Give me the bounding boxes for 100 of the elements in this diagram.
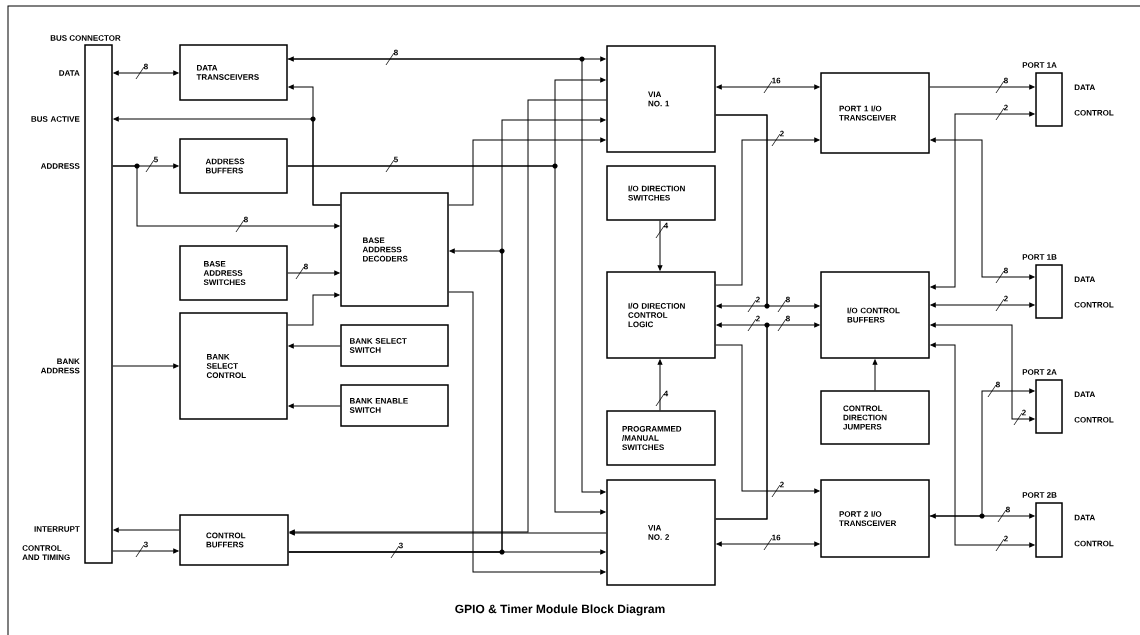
signal-label: DATA: [1074, 514, 1096, 521]
bus-width-label: 2: [771, 481, 784, 498]
arrow: [113, 70, 179, 76]
arrow: [716, 84, 820, 90]
block-box: I/O DIRECTION SWITCHES: [606, 165, 716, 221]
arrow: [930, 342, 1035, 548]
signal-name: BUS ACTIVE: [31, 116, 80, 122]
arrow: [289, 530, 607, 536]
block-box: PROGRAMMED /MANUAL SWITCHES: [606, 410, 716, 466]
bus-width-label: 2: [747, 296, 760, 313]
bus-width-label: 2: [995, 535, 1008, 552]
arrow: [287, 165, 606, 515]
signal-label: DATA: [1074, 391, 1096, 398]
bus-width-label: 8: [987, 381, 1000, 398]
arrow: [930, 322, 1035, 422]
signal-label: DATA: [1074, 84, 1096, 91]
diagram-title: GPIO & Timer Module Block Diagram: [455, 604, 665, 616]
bus-width-label: 2: [747, 315, 760, 332]
node-label: PORT 1B: [1022, 254, 1057, 260]
bus-width-label: 16: [763, 77, 781, 94]
block-box: BASE ADDRESS DECODERS: [340, 192, 449, 307]
signal-name: ADDRESS: [40, 163, 80, 169]
arrow: [448, 137, 606, 206]
arrow: [715, 114, 820, 309]
arrow: [113, 527, 180, 533]
bus-width-label: 16: [763, 534, 781, 551]
node-label: PORT 2B: [1022, 492, 1057, 498]
bus-width-label: 5: [145, 156, 158, 173]
bus-width-label: 5: [385, 156, 398, 173]
arrow: [715, 137, 820, 286]
port-connector: PORT 1A: [1022, 62, 1063, 127]
arrow: [448, 291, 606, 575]
arrow: [288, 343, 341, 349]
arrow: [929, 388, 1035, 517]
block-box: VIA NO. 1: [606, 45, 716, 153]
signal-name: INTERRUPT: [34, 526, 80, 532]
block-box: BANK SELECT SWITCH: [340, 324, 449, 367]
arrow: [715, 344, 820, 494]
block-box: BANK ENABLE SWITCH: [340, 384, 449, 427]
bus-width-label: 8: [995, 77, 1008, 94]
arrow: [930, 302, 1035, 308]
block-box: I/O CONTROL BUFFERS: [820, 271, 930, 359]
block-box: I/O DIRECTION CONTROL LOGIC: [606, 271, 716, 359]
arrow: [112, 363, 179, 369]
signal-label: CONTROL: [1074, 540, 1114, 547]
bus-width-label: 2: [1013, 409, 1026, 426]
bus-width-label: 2: [995, 104, 1008, 121]
arrow: [657, 220, 663, 271]
port-connector: PORT 2B: [1022, 492, 1063, 558]
block-box: CONTROL BUFFERS: [179, 514, 289, 566]
arrow: [929, 84, 1035, 90]
bus-width-label: 8: [997, 506, 1010, 523]
arrow: [287, 270, 340, 276]
arrow: [872, 359, 878, 391]
arrow: [930, 111, 1035, 290]
arrow: [930, 137, 1035, 280]
bus-width-label: 3: [390, 542, 403, 559]
block-box: ADDRESS BUFFERS: [179, 138, 288, 194]
signal-label: CONTROL: [1074, 416, 1114, 423]
arrow: [288, 248, 503, 553]
arrow: [930, 513, 1035, 519]
arrow: [657, 359, 663, 411]
bus-width-label: 8: [777, 296, 790, 313]
signal-label: CONTROL: [1074, 109, 1114, 116]
block-box: VIA NO. 2: [606, 479, 716, 586]
block-box: CONTROL DIRECTION JUMPERS: [820, 390, 930, 445]
signal-label: DATA: [1074, 276, 1096, 283]
block-box: BASE ADDRESS SWITCHES: [179, 245, 288, 301]
node-label: PORT 2A: [1022, 369, 1057, 375]
bus-width-label: 8: [235, 216, 248, 233]
signal-label: CONTROL: [1074, 301, 1114, 308]
arrow: [715, 322, 820, 520]
arrow: [287, 58, 606, 495]
bus-width-label: 8: [995, 267, 1008, 284]
signal-name: CONTROL AND TIMING: [22, 545, 70, 561]
arrow: [287, 292, 340, 326]
block-box: DATA TRANSCEIVERS: [179, 44, 288, 101]
arrow: [113, 116, 341, 206]
bus-width-label: 2: [771, 130, 784, 147]
block-box: PORT 1 I/O TRANSCEIVER: [820, 72, 930, 154]
signal-name: DATA: [59, 70, 80, 76]
node-label: BUS CONNECTOR: [50, 35, 121, 41]
bus-width-label: 8: [295, 263, 308, 280]
bus-width-label: 8: [135, 63, 148, 80]
signal-name: BANK ADDRESS: [40, 358, 80, 374]
bus-width-label: 8: [777, 315, 790, 332]
arrow: [112, 548, 179, 554]
arrow: [112, 165, 340, 229]
bus-width-label: 8: [385, 49, 398, 66]
arrow: [288, 403, 341, 409]
port-connector: PORT 1B: [1022, 254, 1063, 319]
block-box: BANK SELECT CONTROL: [179, 312, 288, 420]
bus-width-label: 3: [135, 541, 148, 558]
block-box: PORT 2 I/O TRANSCEIVER: [820, 479, 930, 558]
arrow: [716, 541, 820, 547]
bus-width-label: 4: [655, 390, 669, 407]
bus-width-label: 4: [655, 222, 669, 239]
node-label: PORT 1A: [1022, 62, 1057, 68]
bus-width-label: 2: [995, 295, 1008, 312]
arrow: [288, 56, 606, 62]
